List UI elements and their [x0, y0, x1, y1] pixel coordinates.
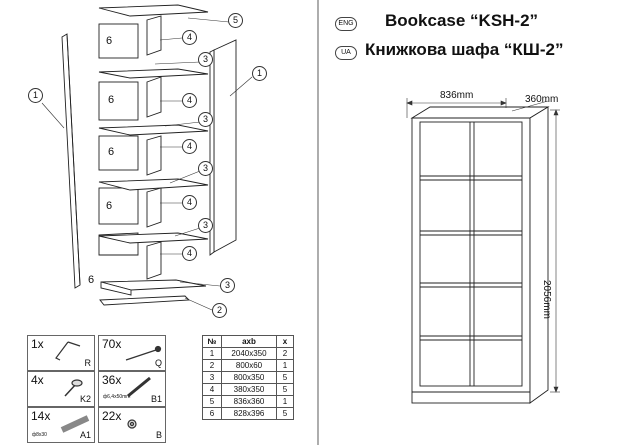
- label-6e: 6: [88, 274, 95, 286]
- label-6c: 6: [108, 146, 115, 158]
- label-6a: 6: [106, 35, 113, 47]
- table-cell: 1: [202, 347, 222, 360]
- hardware-code: Q: [154, 358, 162, 368]
- callout-3a: 3: [198, 52, 213, 67]
- eng-badge: ENG: [335, 17, 357, 31]
- callout-1-right: 1: [252, 66, 267, 81]
- table-cell: 2: [202, 359, 222, 372]
- hardware-code: B1: [150, 394, 162, 404]
- col-header: №: [202, 335, 222, 348]
- hardware-qty: 36x: [102, 373, 122, 387]
- table-cell: 836x360: [221, 395, 277, 408]
- table-cell: 3: [202, 371, 222, 384]
- ua-title: Книжкова шафа “КШ-2”: [365, 40, 564, 59]
- table-cell: 800x350: [221, 371, 277, 384]
- partition-2: [146, 76, 162, 118]
- col-header: x: [276, 335, 294, 348]
- width-dimension: 836mm: [440, 90, 474, 101]
- col-header: axb: [221, 335, 277, 348]
- table-cell: 2: [276, 347, 294, 360]
- table-cell: 6: [202, 407, 222, 420]
- table-row: 5 836x360 1: [202, 395, 294, 408]
- table-row: 2 800x60 1: [202, 359, 294, 372]
- callout-3e: 3: [220, 278, 235, 293]
- left-side-panel: [61, 33, 81, 289]
- plinth: [99, 295, 191, 306]
- table-header-row: № axb x: [202, 335, 294, 348]
- table-cell: 5: [202, 395, 222, 408]
- hardware-item: 70x Q: [98, 335, 166, 371]
- table-row: 6 828x396 5: [202, 407, 294, 420]
- right-side-panel: [213, 39, 237, 253]
- table-cell: 5: [276, 371, 294, 384]
- callout-2: 2: [212, 303, 227, 318]
- partition-3: [146, 135, 162, 176]
- shelf-3: [98, 178, 209, 191]
- back-panel-1: [98, 23, 139, 59]
- hardware-size: ф6,4x50mm: [103, 394, 131, 400]
- ua-badge: UA: [335, 46, 357, 60]
- parts-table: № axb x 1 2040x350 2 2 800x60 1 3 800x35…: [202, 335, 294, 420]
- hardware-item: 14x ф8x30 A1: [27, 407, 95, 443]
- callout-3d: 3: [198, 218, 213, 233]
- table-row: 1 2040x350 2: [202, 347, 294, 360]
- hardware-code: A1: [79, 430, 91, 440]
- hardware-size: ф8x30: [32, 432, 47, 438]
- table-cell: 1: [276, 359, 294, 372]
- hardware-code: R: [84, 358, 92, 368]
- callout-4a: 4: [182, 30, 197, 45]
- callout-4c: 4: [182, 139, 197, 154]
- hardware-qty: 22x: [102, 409, 122, 423]
- back-panel-4: [98, 187, 139, 225]
- shelf-4: [98, 232, 209, 244]
- table-cell: 2040x350: [221, 347, 277, 360]
- hardware-item: 1x R: [27, 335, 95, 371]
- partition-4: [146, 187, 162, 228]
- callout-3c: 3: [198, 161, 213, 176]
- hardware-item: 36x ф6,4x50mm B1: [98, 371, 166, 407]
- hardware-qty: 14x: [31, 409, 51, 423]
- shelf-2: [98, 124, 209, 136]
- assembled-bookcase: [410, 106, 550, 404]
- hardware-qty: 1x: [31, 337, 44, 351]
- shelf-1: [98, 68, 209, 79]
- table-cell: 380x350: [221, 383, 277, 396]
- table-cell: 828x396: [221, 407, 277, 420]
- table-cell: 1: [276, 395, 294, 408]
- callout-3b: 3: [198, 112, 213, 127]
- hardware-code: B: [155, 430, 162, 440]
- table-row: 4 380x350 5: [202, 383, 294, 396]
- top-panel: [98, 4, 209, 17]
- hardware-qty: 70x: [102, 337, 122, 351]
- callout-1-left: 1: [28, 88, 43, 103]
- callout-4e: 4: [182, 246, 197, 261]
- back-panel-2: [98, 81, 139, 121]
- depth-dimension: 360mm: [525, 94, 559, 105]
- hardware-code: K2: [79, 394, 91, 404]
- partition-1: [146, 15, 162, 56]
- label-6d: 6: [106, 200, 113, 212]
- table-cell: 5: [276, 407, 294, 420]
- hardware-qty: 4x: [31, 373, 44, 387]
- eng-title: Bookcase “KSH-2”: [385, 11, 539, 30]
- back-panel-3: [98, 135, 139, 171]
- callout-5: 5: [228, 13, 243, 28]
- table-cell: 4: [202, 383, 222, 396]
- height-dimension: 2056mm: [541, 280, 552, 319]
- table-cell: 800x60: [221, 359, 277, 372]
- callout-4b: 4: [182, 93, 197, 108]
- callout-4d: 4: [182, 195, 197, 210]
- table-row: 3 800x350 5: [202, 371, 294, 384]
- hardware-item: 4x K2: [27, 371, 95, 407]
- table-cell: 5: [276, 383, 294, 396]
- hardware-item: 22x B: [98, 407, 166, 443]
- partition-5: [146, 241, 162, 280]
- label-6b: 6: [108, 94, 115, 106]
